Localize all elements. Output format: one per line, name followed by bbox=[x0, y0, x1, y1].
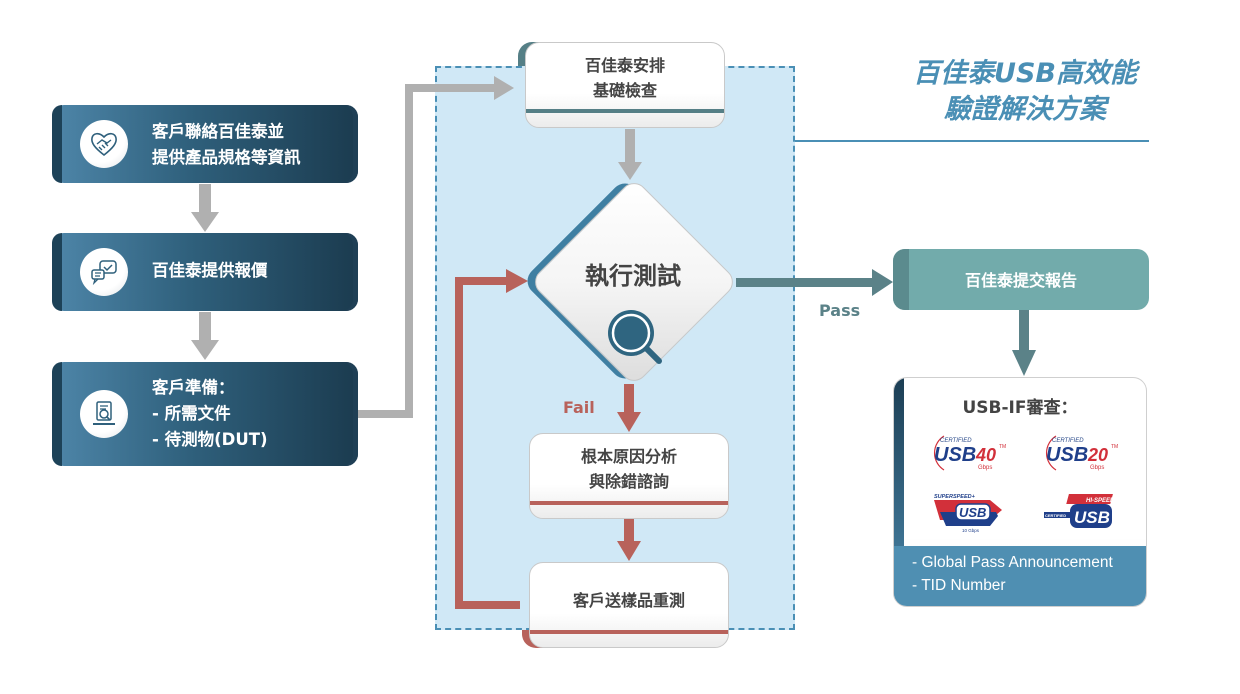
superspeed-plus-usb-logo: SUPERSPEED+ USB 10 Gbps bbox=[932, 490, 1012, 534]
step-quotation: 百佳泰提供報價 bbox=[52, 233, 358, 311]
arrowhead-usbif bbox=[1012, 350, 1036, 376]
logo-side-text: CERTIFIED bbox=[1045, 513, 1066, 518]
handshake-heart-icon bbox=[80, 120, 128, 168]
arrowhead-resend bbox=[617, 541, 641, 561]
certified-usb40-logo: CERTIFIED USB 40 TM Gbps bbox=[930, 430, 1020, 474]
logo-sub-text: 10 Gbps bbox=[962, 528, 980, 533]
title-line-1: 百佳泰USB高效能 bbox=[913, 58, 1137, 89]
connector-test-rootcause bbox=[624, 384, 634, 414]
step-edge bbox=[52, 233, 62, 311]
process-basic-check: 百佳泰安排 基礎檢查 bbox=[518, 42, 725, 128]
box-underline bbox=[530, 630, 728, 634]
usbif-heading: USB-IF審查： bbox=[962, 398, 1078, 418]
logo-number-text: 40 bbox=[975, 445, 996, 465]
connector-step3-basiccheck bbox=[358, 84, 496, 418]
decision-run-test: 執行測試 bbox=[521, 177, 739, 387]
process-root-cause: 根本原因分析 與除錯諮詢 bbox=[522, 433, 729, 519]
connector-report-usbif bbox=[1019, 310, 1029, 352]
logo-main-text: USB bbox=[934, 444, 976, 466]
logo-top-text: CERTIFIED bbox=[1052, 438, 1084, 444]
step-text-line: 客戶聯絡百佳泰並 bbox=[152, 122, 284, 141]
step-text-line: 提供產品規格等資訊 bbox=[152, 148, 301, 167]
box-underline bbox=[526, 109, 724, 113]
report-label: 百佳泰提交報告 bbox=[964, 271, 1077, 290]
logo-main-text: USB bbox=[1046, 444, 1088, 466]
title-divider bbox=[795, 140, 1149, 142]
process-text-line: 根本原因分析 bbox=[580, 447, 677, 466]
step-text-line: - 所需文件 bbox=[152, 404, 231, 423]
usbif-review-panel: USB-IF審查： CERTIFIED USB 40 TM Gbps CERTI… bbox=[893, 377, 1147, 607]
arrowhead-basiccheck bbox=[494, 76, 514, 100]
arrowhead-retest bbox=[506, 269, 528, 293]
box-underline bbox=[530, 501, 728, 505]
process-submit-report: 百佳泰提交報告 bbox=[893, 249, 1149, 310]
certified-usb20-logo: CERTIFIED USB 20 TM Gbps bbox=[1042, 430, 1132, 474]
chat-check-icon bbox=[80, 248, 128, 296]
document-inspect-icon bbox=[80, 390, 128, 438]
connector-step2-step3 bbox=[199, 312, 211, 342]
step-edge bbox=[52, 105, 62, 183]
magnifier-icon bbox=[608, 310, 662, 364]
logo-main-text: USB bbox=[959, 505, 986, 520]
process-resend-sample: 客戶送樣品重測 bbox=[522, 562, 729, 648]
pass-label: Pass bbox=[819, 301, 861, 320]
step-text-line: 百佳泰提供報價 bbox=[152, 261, 268, 280]
box-lip bbox=[893, 249, 909, 310]
arrowhead-step3 bbox=[191, 340, 219, 360]
step-text-line: - 待測物(DUT) bbox=[152, 430, 268, 449]
usbif-footer: - Global Pass Announcement - TID Number bbox=[894, 546, 1146, 606]
process-text-line: 與除錯諮詢 bbox=[588, 472, 669, 491]
fail-label: Fail bbox=[563, 398, 595, 417]
step-edge bbox=[52, 362, 62, 466]
arrowhead-step2 bbox=[191, 212, 219, 232]
step-customer-prepare: 客戶準備： - 所需文件 - 待測物(DUT) bbox=[52, 362, 358, 466]
connector-basiccheck-test bbox=[625, 129, 635, 165]
footer-item-tid-number: - TID Number bbox=[912, 577, 1006, 594]
connector-step1-step2 bbox=[199, 184, 211, 214]
logo-unit-text: Gbps bbox=[978, 465, 992, 471]
footer-item-global-pass: - Global Pass Announcement bbox=[912, 554, 1113, 571]
decision-label: 執行測試 bbox=[585, 262, 681, 290]
arrowhead-report bbox=[872, 269, 893, 296]
connector-test-report bbox=[736, 278, 874, 287]
step-customer-contact: 客戶聯絡百佳泰並 提供產品規格等資訊 bbox=[52, 105, 358, 183]
process-text-line: 百佳泰安排 bbox=[584, 56, 665, 75]
panel-edge bbox=[894, 378, 904, 606]
logo-tm: TM bbox=[999, 444, 1006, 450]
process-text-line: 基礎檢查 bbox=[592, 81, 657, 100]
logo-number-text: 20 bbox=[1087, 445, 1108, 465]
connector-resend-test-loop bbox=[455, 277, 520, 609]
logo-top-text: HI-SPEED bbox=[1086, 498, 1115, 504]
logo-main-text: USB bbox=[1074, 508, 1110, 527]
page-title: 百佳泰USB高效能 驗證解決方案 bbox=[880, 56, 1170, 128]
arrowhead-rootcause bbox=[617, 412, 641, 432]
connector-rootcause-resend bbox=[624, 519, 634, 543]
arrowhead-test bbox=[618, 162, 642, 180]
logo-top-text: SUPERSPEED+ bbox=[934, 494, 976, 500]
logo-unit-text: Gbps bbox=[1090, 465, 1104, 471]
process-text-line: 客戶送樣品重測 bbox=[572, 591, 685, 610]
hi-speed-usb-logo: HI-SPEED CERTIFIED USB bbox=[1042, 490, 1122, 534]
title-line-2: 驗證解決方案 bbox=[944, 94, 1106, 125]
step-text-line: 客戶準備： bbox=[152, 378, 235, 397]
logo-tm: TM bbox=[1111, 444, 1118, 450]
logo-top-text: CERTIFIED bbox=[940, 438, 972, 444]
